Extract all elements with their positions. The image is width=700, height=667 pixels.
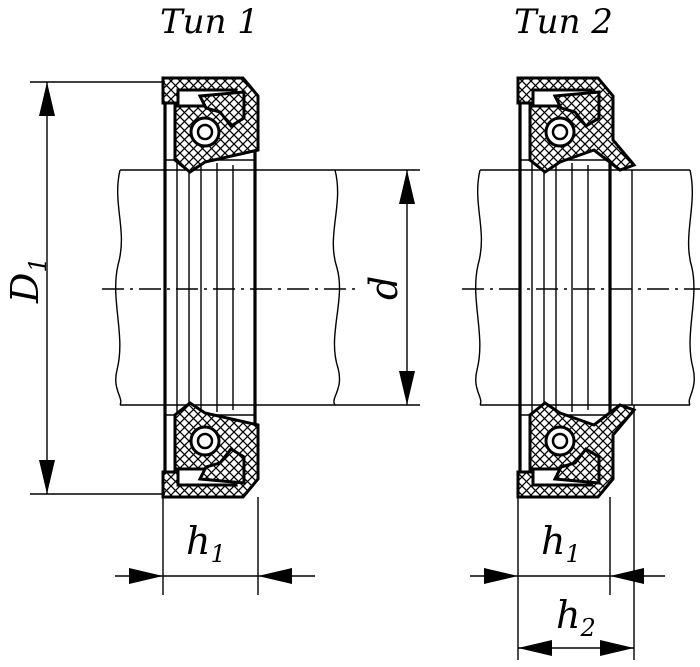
type2-title: Тип 2 bbox=[514, 2, 613, 42]
type2-rubber-top bbox=[516, 76, 637, 174]
h2-label-type2: h2 bbox=[556, 593, 596, 642]
type2-rubber-bottom bbox=[516, 401, 637, 499]
dimension-D1: D1 bbox=[3, 81, 165, 495]
type2-shaft bbox=[475, 169, 695, 406]
type1-shaft bbox=[115, 169, 341, 406]
D1-label: D1 bbox=[3, 257, 52, 304]
type1-spring-bottom bbox=[189, 425, 221, 457]
type1-title: Тип 1 bbox=[160, 2, 259, 42]
dimension-h2-type2: h2 bbox=[518, 405, 635, 660]
h1-label-type1: h1 bbox=[186, 519, 226, 568]
type1-seal-assembly bbox=[115, 76, 341, 499]
dimension-h1-type2: h1 bbox=[470, 497, 665, 660]
type2-spring-bottom bbox=[544, 425, 576, 457]
type1-spring-top bbox=[189, 116, 221, 148]
type2-spring-top bbox=[544, 116, 576, 148]
dimension-h1-type1: h1 bbox=[115, 497, 315, 595]
type2-seal-assembly bbox=[475, 76, 695, 499]
dimension-d: d bbox=[335, 169, 420, 406]
d-label: d bbox=[362, 276, 406, 300]
h1-label-type2: h1 bbox=[541, 519, 581, 568]
